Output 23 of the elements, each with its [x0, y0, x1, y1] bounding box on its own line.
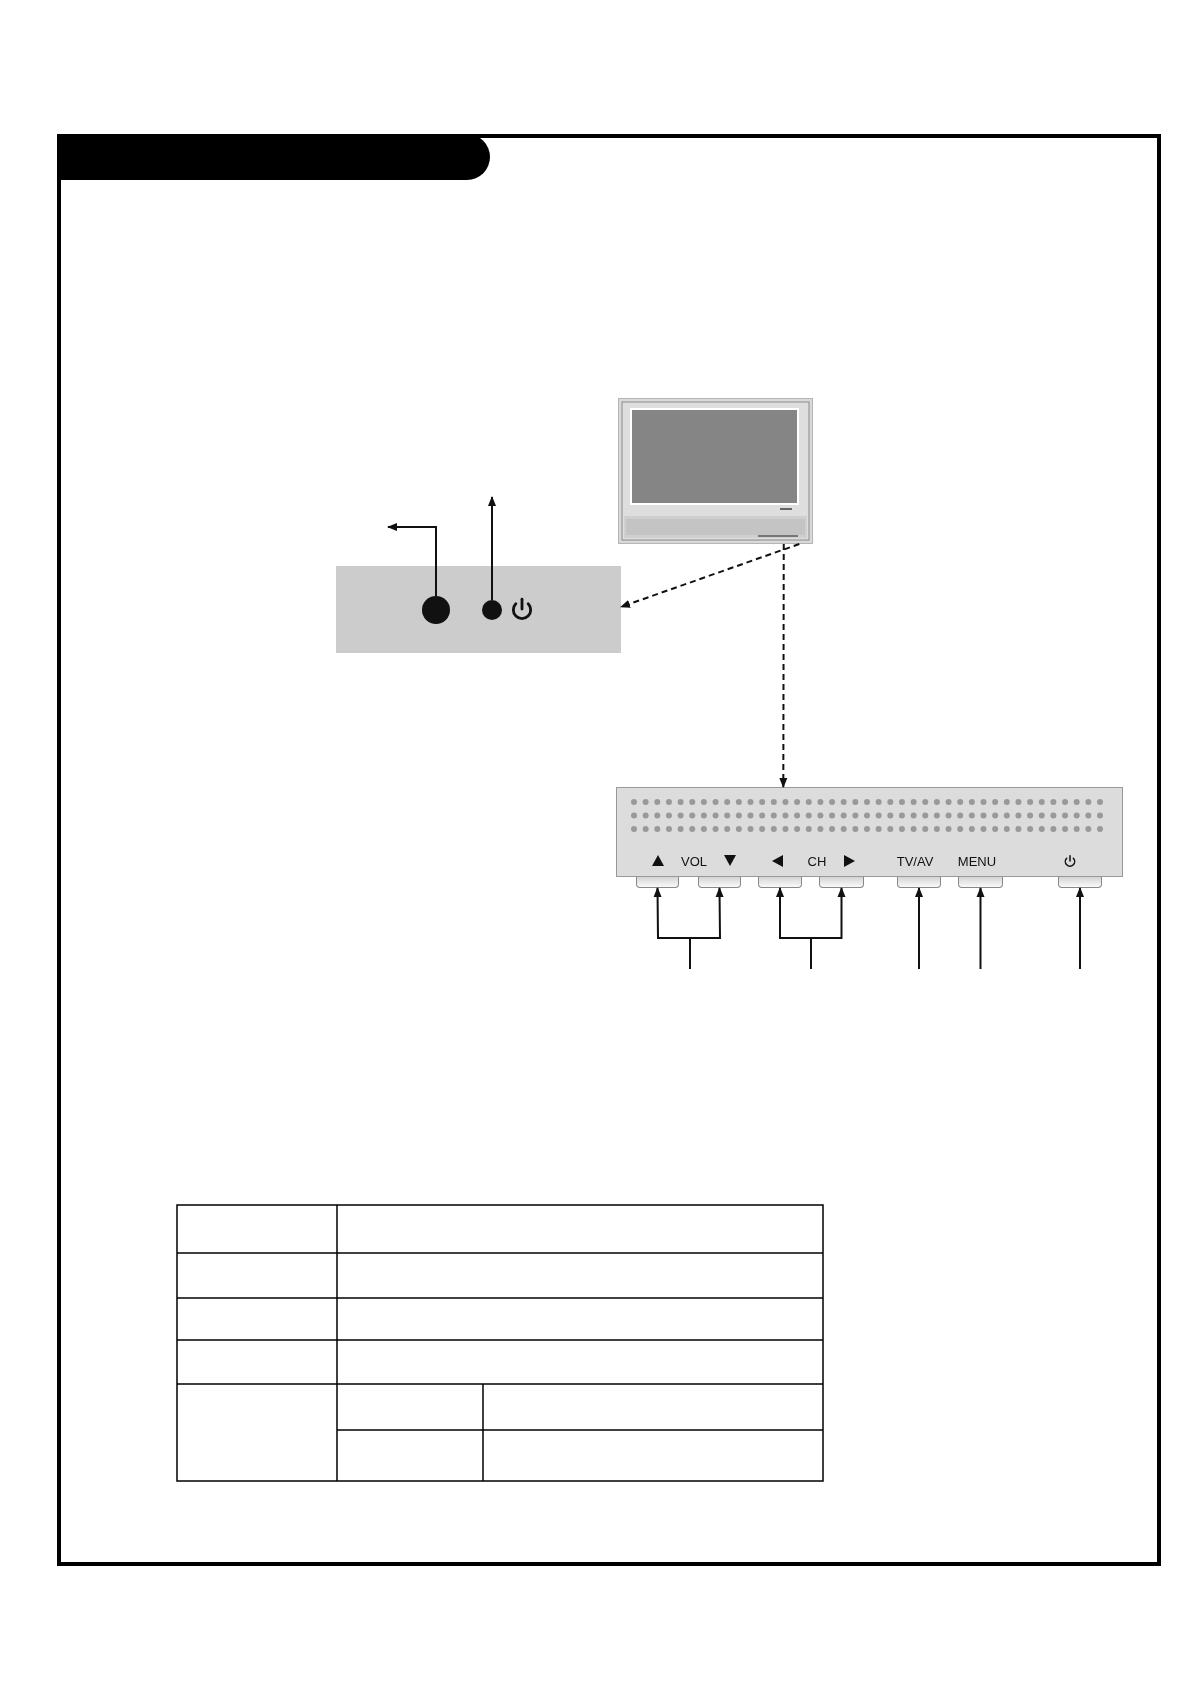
panel-button [819, 877, 864, 888]
arrow [387, 523, 437, 597]
arrow [689, 887, 724, 970]
arrow [915, 887, 923, 970]
panel-button [758, 877, 802, 888]
button-label: MENU [957, 854, 997, 868]
button-label: CH [807, 854, 827, 868]
side-panel [336, 566, 621, 653]
panel-button [636, 877, 679, 888]
picture [618, 398, 813, 544]
panel-button [897, 877, 941, 888]
front-panel [616, 787, 1123, 877]
button-label: VOL [681, 854, 707, 868]
panel-button [1058, 877, 1102, 888]
arrow [810, 887, 846, 970]
dashed-arrow [620, 543, 801, 608]
arrow [1076, 887, 1084, 970]
arrow [488, 496, 496, 601]
arrow [976, 887, 985, 970]
button-label: TV/AV [896, 854, 934, 868]
panel-button [698, 877, 741, 888]
panel-button [958, 877, 1003, 888]
dashed-arrow [779, 543, 788, 788]
